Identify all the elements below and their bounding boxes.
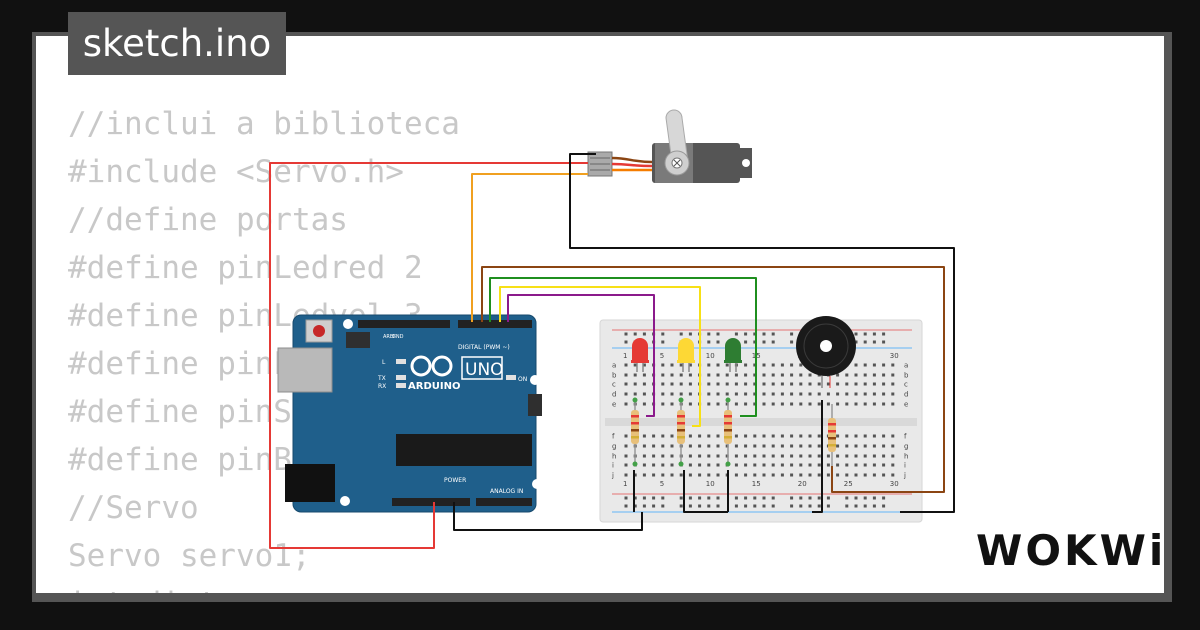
header-top-right (458, 320, 532, 328)
power-jack (285, 464, 335, 502)
arduino-logo (410, 355, 453, 377)
breadboard-column-number: 15 (752, 480, 761, 488)
breadboard-column-number: 10 (706, 480, 715, 488)
breadboard-row-letter: g (904, 443, 908, 451)
arduino-brand-label: ARDUINO (408, 381, 460, 392)
breadboard-row-letter: d (904, 391, 908, 399)
breadboard-row-letter: f (612, 433, 615, 441)
rx-led-label: RX (378, 383, 386, 390)
code-line: #define pinLedred 2 (68, 250, 423, 286)
code-line: #include <Servo.h> (68, 154, 404, 190)
header-top-left (358, 320, 450, 328)
breadboard-column-number: 1 (623, 352, 627, 360)
on-led-label: ON (518, 376, 527, 383)
wire-black-servo (569, 153, 955, 513)
power-header-label: POWER (444, 477, 466, 484)
breadboard-column-number: 25 (844, 480, 853, 488)
led-red[interactable] (631, 338, 649, 372)
atmega-chip (396, 434, 532, 466)
led-yellow[interactable] (677, 338, 695, 372)
wires (269, 153, 955, 549)
header-analog (476, 498, 532, 506)
wire-yellow (499, 286, 701, 427)
resistor (724, 397, 732, 467)
servo-motor[interactable] (587, 109, 752, 183)
wire-black-gnd (453, 502, 643, 531)
resistor (677, 397, 685, 467)
l-led-label: L (382, 359, 386, 366)
breadboard-row-letter: j (611, 472, 614, 480)
breadboard-column-number: 5 (660, 352, 664, 360)
breadboard-row-letter: f (904, 433, 907, 441)
code-line: //inclui a biblioteca (68, 106, 460, 142)
servo-horn (665, 109, 689, 163)
resistor (631, 397, 639, 467)
reset-button[interactable] (313, 325, 325, 337)
breadboard-row-letter: e (904, 401, 908, 409)
breadboard-column-number: 1 (623, 480, 627, 488)
breadboard-row-letter: a (904, 362, 908, 370)
wire-brown (481, 266, 945, 493)
breadboard-row-letter: a (612, 362, 616, 370)
wire-orange (471, 173, 588, 322)
breadboard-row-letter: c (904, 381, 908, 389)
gnd-label: GND (392, 334, 404, 340)
breadboard-row-letter: g (612, 443, 616, 451)
breadboard-row-letter: d (612, 391, 616, 399)
breadboard-row-letter: b (612, 372, 617, 380)
breadboard-row-letter: h (904, 453, 908, 461)
digital-header-label: DIGITAL (PWM ~) (458, 344, 510, 351)
code-line: Servo servo1; (68, 538, 311, 574)
wire-purple (507, 294, 655, 417)
wire-red (269, 162, 588, 549)
resistor (828, 404, 836, 466)
breadboard-row-letter: i (612, 462, 614, 470)
breadboard-column-number: 5 (660, 480, 664, 488)
wire-green (489, 277, 757, 417)
breadboard-row-letter: h (612, 453, 616, 461)
usb-port (277, 347, 333, 393)
breadboard-column-number: 20 (798, 480, 807, 488)
breadboard-column-number: 30 (890, 480, 899, 488)
code-line: int dist; (68, 580, 460, 593)
breadboard-row-letter: c (612, 381, 616, 389)
project-filename[interactable]: sketch.ino (68, 12, 286, 75)
analog-header-label: ANALOG IN (490, 488, 523, 495)
breadboard-row-letter: b (904, 372, 909, 380)
breadboard-row-letter: j (903, 472, 906, 480)
tx-led-label: TX (377, 375, 386, 382)
code-line: //define portas (68, 202, 348, 238)
breadboard-row-letter: e (612, 401, 616, 409)
piezo-buzzer[interactable] (796, 316, 856, 388)
arduino-model-label: UNO (465, 360, 504, 380)
arduino-uno-board[interactable]: ARDUINO UNO DIGITAL (PWM ~) ANALOG IN PO… (277, 314, 542, 513)
wokwi-logo[interactable]: WOKWi (976, 526, 1167, 575)
code-line: //Servo (68, 490, 199, 526)
preview-card: //inclui a biblioteca #include <Servo.h> /… (36, 36, 1164, 593)
header-power (392, 498, 470, 506)
breadboard-column-number: 30 (890, 352, 899, 360)
aref-label: AREF (383, 334, 396, 340)
breadboard-row-letter: i (904, 462, 906, 470)
led-green[interactable] (724, 338, 742, 372)
breadboard-column-number: 10 (706, 352, 715, 360)
